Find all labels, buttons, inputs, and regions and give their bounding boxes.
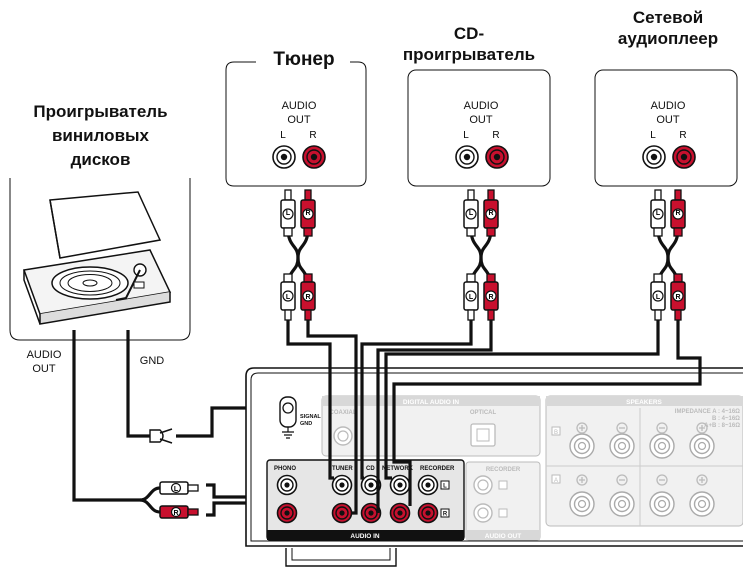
phono-jack-r [276,502,298,524]
signal-gnd-label-line2: GND [300,421,312,427]
impedance-line2: B : 4~16Ω [712,416,740,422]
cd-cable [463,189,499,321]
signal-gnd-label-line1: SIGNAL [300,414,321,420]
turntable-title-line2: виниловых [51,125,149,145]
tuner-jack-r [331,502,353,524]
plug-mark-r: R [173,510,178,517]
plug-mark-l: L [286,210,291,217]
cd-audio-out-label: AUDIO OUT [463,100,499,127]
input-label-tuner: TUNER [332,466,353,472]
signal-gnd-terminal: SIGNAL GND [279,396,322,439]
plug-mark-l: L [286,294,291,301]
phono-jack-l [276,474,298,496]
speakers-label: SPEAKERS [626,399,662,406]
network-r-label: R [679,130,686,141]
tuner-out-jack-r [302,145,326,169]
plug-mark-r: R [675,294,680,301]
tuner-box [225,61,367,187]
digital-audio-in-label: DIGITAL AUDIO IN [403,399,460,406]
turntable-title-line1: Проигрыватель [33,102,168,121]
speakers-section: SPEAKERS IMPEDANCE A : 4~16Ω B : 4~16Ω A… [545,395,743,527]
network-title-line2: аудиоплеер [617,28,719,48]
audio-out-section: RECORDER AUDIO OUT [465,461,541,541]
cd-box [407,69,551,187]
turntable-gnd-label: GND [139,355,165,367]
cd-title-line1: CD- [453,24,485,43]
network-out-jack-r [672,145,696,169]
plug-mark-r: R [488,294,493,301]
tuner-title: Тюнер [273,49,335,70]
network-audio-out-label: AUDIO OUT [650,100,686,127]
input-label-cd: CD [366,466,375,472]
plug-mark-l: L [469,210,474,217]
input-label-phono: PHONO [274,466,296,472]
plug-mark-l: L [469,294,474,301]
turntable-title: Проигрыватель виниловых дисков [8,100,193,171]
network-out-jack-l [642,145,666,169]
turntable-title-line3: дисков [70,149,131,169]
network-box [594,69,738,187]
signal-gnd-label: SIGNAL GND [300,414,322,427]
network-cable [650,189,686,321]
cd-r-label: R [492,130,499,141]
network-jack-l [389,474,411,496]
tuner-r-label: R [309,130,316,141]
network-jack-r [389,502,411,524]
tuner-out-jack-l [272,145,296,169]
coaxial-label: COAXIAL [330,410,357,416]
network-title: Сетевой аудиоплеер [598,8,738,49]
cd-out-jack-r [485,145,509,169]
recorder-out-label: RECORDER [486,467,521,473]
network-l-label: L [650,130,656,141]
recorder-jack-l [417,474,439,496]
optical-label: OPTICAL [470,410,497,416]
audio-in-mark-r: R [443,512,448,518]
cd-out-jack-l [455,145,479,169]
turntable-icon [22,191,172,325]
plug-mark-r: R [305,210,310,217]
cd-title: CD- проигрыватель [398,24,540,65]
recorder-jack-r [417,502,439,524]
plug-mark-l: L [174,486,179,493]
speaker-mark-b: B [554,430,558,436]
plug-mark-r: R [675,210,680,217]
turntable-audio-cable [72,330,140,502]
tuner-l-label: L [280,130,286,141]
plug-mark-r: R [305,294,310,301]
tuner-cable [280,189,316,321]
plug-mark-r: R [488,210,493,217]
cd-title-line2: проигрыватель [402,44,536,64]
impedance-line1: IMPEDANCE A : 4~16Ω [675,409,740,415]
tuner-jack-l [331,474,353,496]
audio-in-label: AUDIO IN [350,533,380,540]
speaker-mark-a: A [554,478,558,484]
audio-in-mark-l: L [443,484,447,490]
input-label-network: NETWORK [382,466,414,472]
input-label-recorder: RECORDER [420,466,455,472]
routing-wires [286,320,702,515]
plug-mark-l: L [656,210,661,217]
impedance-line3: A+B : 8~16Ω [704,423,740,429]
plug-mark-l: L [656,294,661,301]
tuner-audio-out-label: AUDIO OUT [281,100,317,127]
turntable-audio-out-label: AUDIO OUT [26,349,62,376]
cd-l-label: L [463,130,469,141]
audio-out-label: AUDIO OUT [485,533,522,540]
network-title-line1: Сетевой [632,8,704,27]
turntable-box [9,178,191,341]
turntable-gnd-wire [126,330,173,444]
audio-in-section: AUDIO IN PHONO TUNER CD NETWORK RECORDER… [266,459,465,541]
